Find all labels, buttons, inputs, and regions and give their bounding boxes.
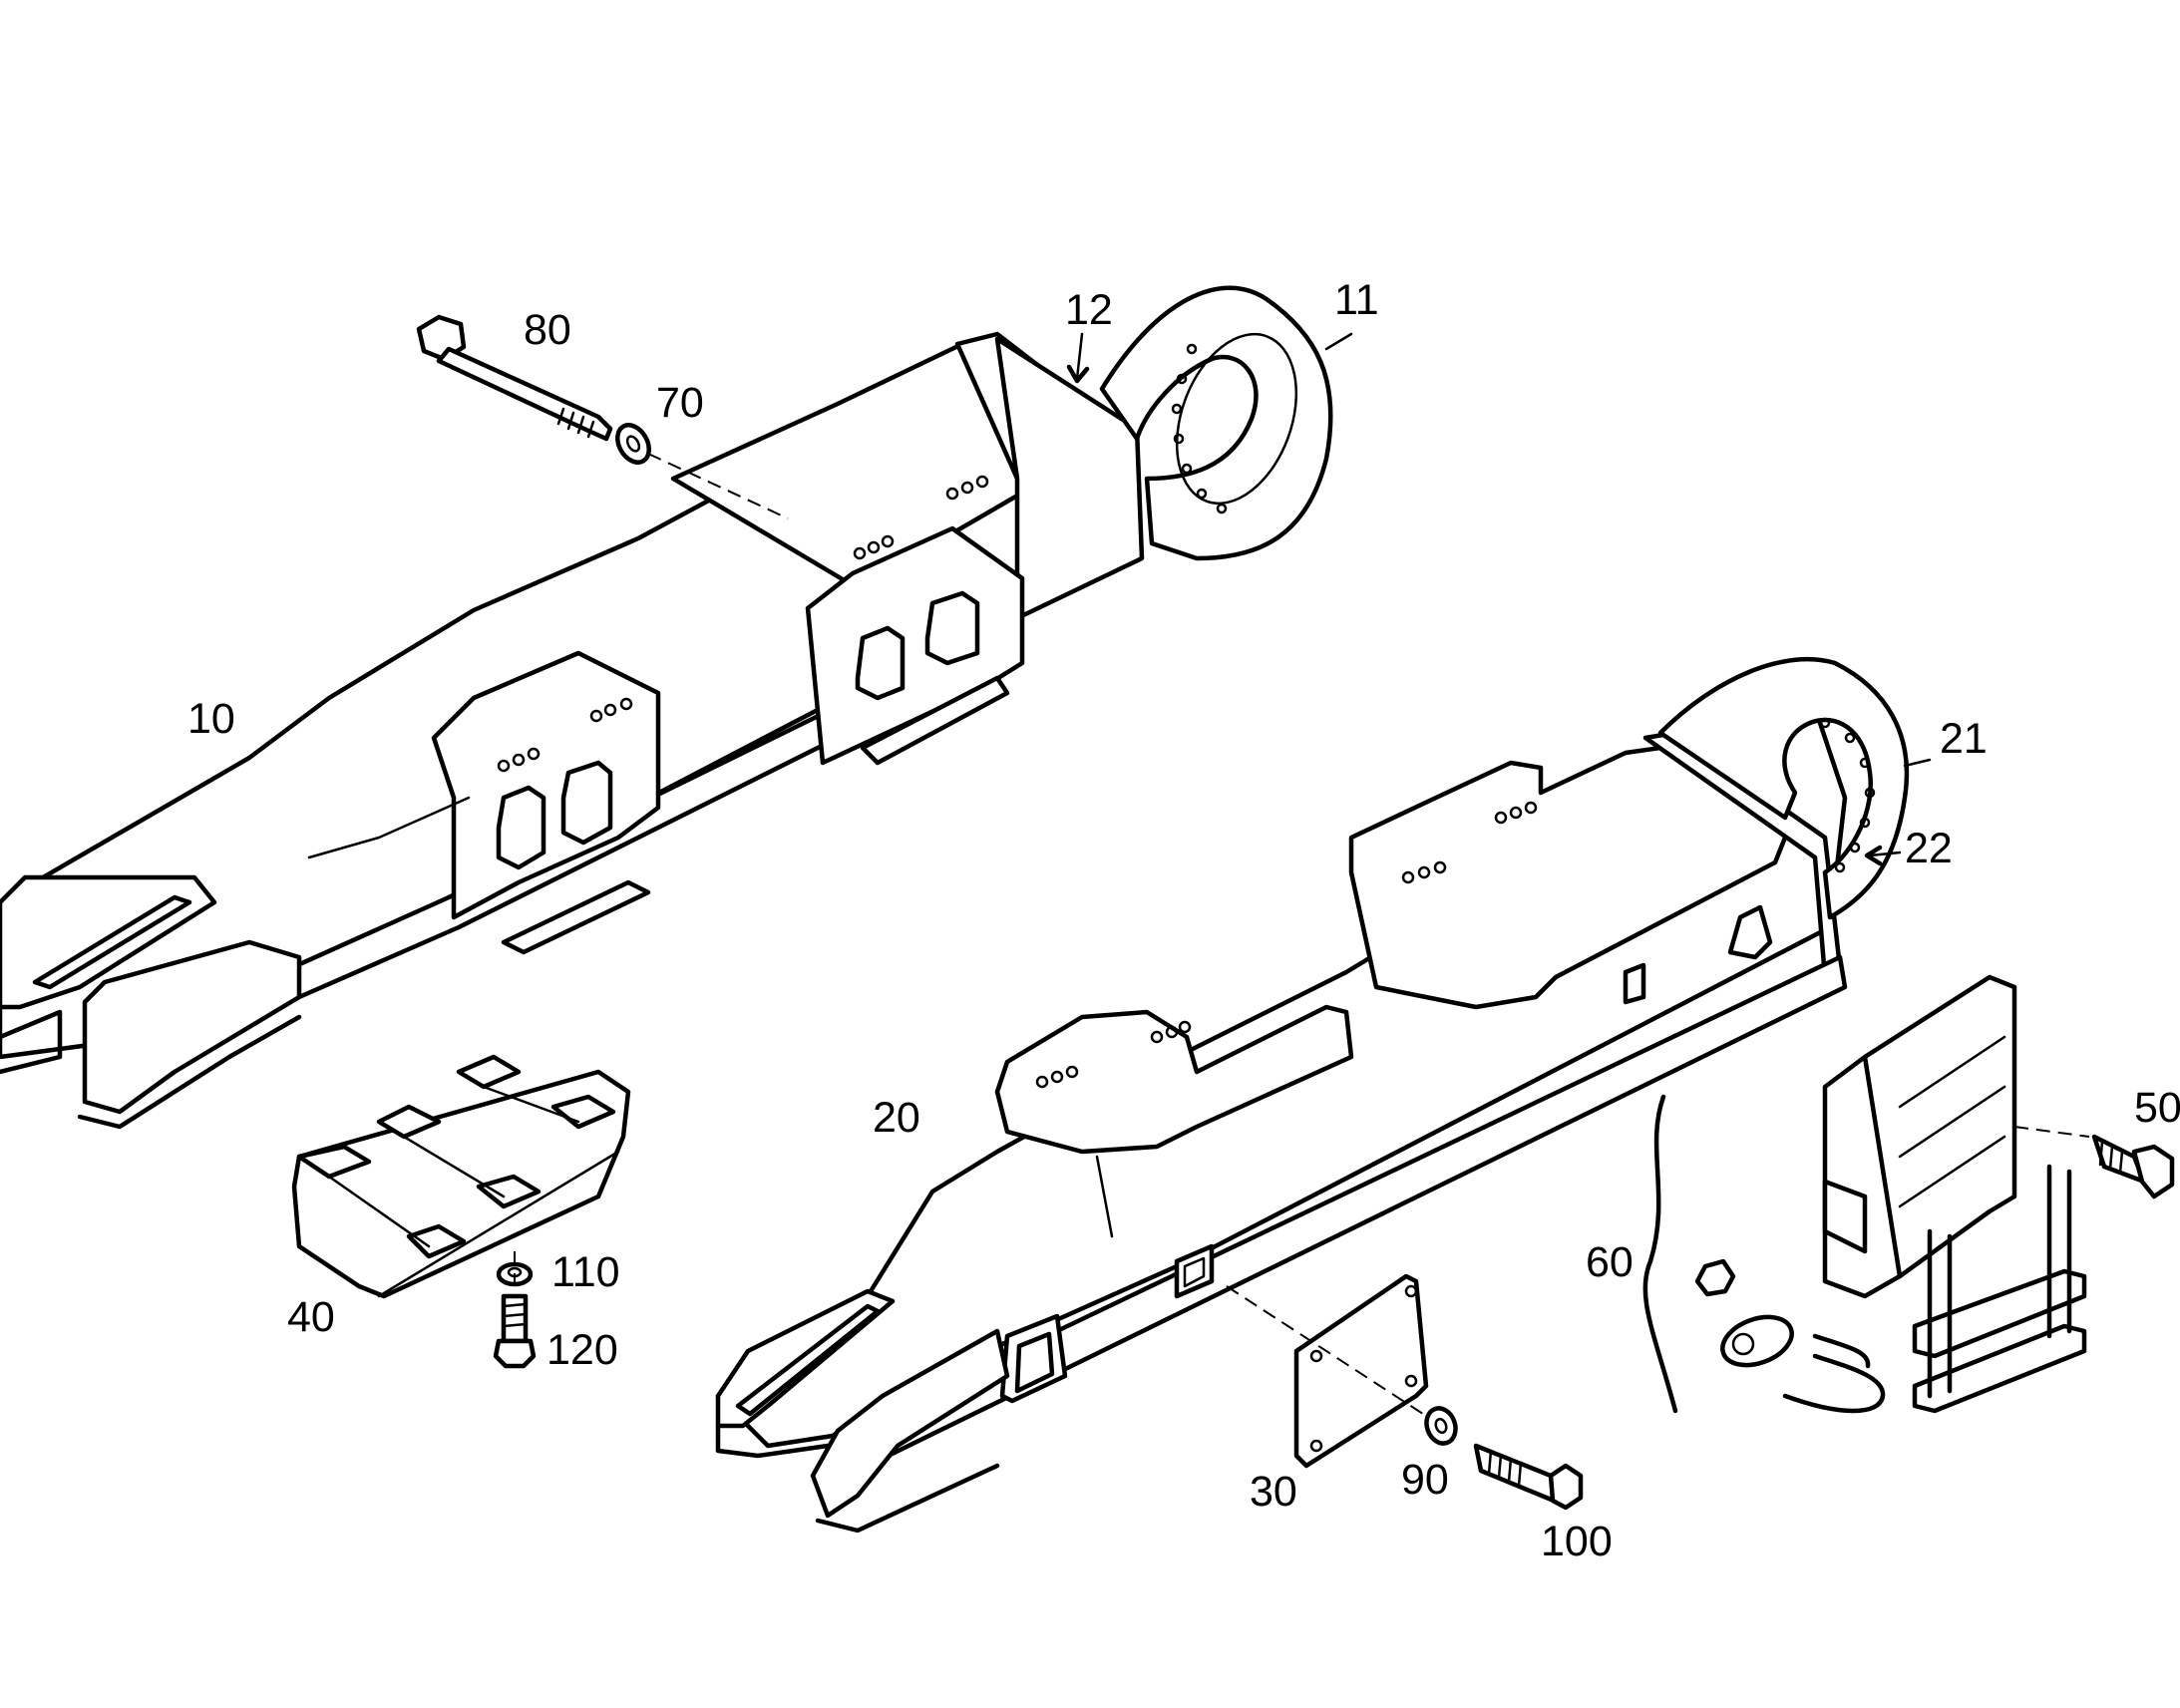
callout-110: 110: [551, 1248, 620, 1296]
callout-100: 100: [1541, 1518, 1613, 1565]
bolt-50: [2091, 1134, 2175, 1199]
callout-60: 60: [1586, 1238, 1634, 1286]
leader-21: [1903, 758, 1932, 768]
bolt-100: [1473, 1443, 1584, 1511]
callout-90: 90: [1401, 1456, 1449, 1504]
callout-20: 20: [873, 1094, 920, 1142]
track-frame-10: [0, 285, 1333, 1130]
bolt-80: [416, 314, 613, 442]
callout-70: 70: [656, 379, 704, 427]
axis-line-30-90: [1226, 1285, 1427, 1417]
axis-line-50: [2013, 1126, 2090, 1138]
washer-70: [615, 423, 651, 465]
roller-guard-40: [291, 1054, 631, 1299]
pad-holes-10: [497, 475, 989, 773]
leader-22: [1868, 851, 1902, 857]
leader-12: [1075, 332, 1084, 381]
eye-bolt-holes-11: [1171, 343, 1228, 514]
track-frame-20: [715, 656, 1910, 1534]
callout-12: 12: [1065, 286, 1113, 334]
washer-90: [1424, 1406, 1458, 1446]
bolt-120: [493, 1293, 537, 1369]
callout-80: 80: [524, 306, 571, 354]
callout-120: 120: [546, 1326, 618, 1374]
brace-60: [1642, 1094, 1678, 1414]
callout-10: 10: [187, 695, 235, 743]
eye-bolt-holes-21: [1819, 717, 1876, 873]
callout-40: 40: [287, 1293, 335, 1341]
callout-30: 30: [1250, 1468, 1297, 1516]
cover-plate-30: [1293, 1273, 1429, 1469]
shackle-assembly-60: [1694, 1258, 1886, 1414]
leader-11: [1324, 332, 1353, 351]
axis-line-80-70: [647, 453, 789, 519]
callout-11: 11: [1334, 276, 1379, 324]
arrow-22: [1864, 845, 1883, 866]
step-ladder-bracket: [1822, 974, 2017, 1299]
callout-21: 21: [1940, 715, 1988, 763]
callout-22: 22: [1905, 825, 1953, 872]
u-bolt-bracket: [1912, 1164, 2087, 1414]
pad-holes-20: [1035, 801, 1538, 1089]
callout-50: 50: [2134, 1084, 2180, 1132]
arrow-12: [1066, 364, 1090, 384]
